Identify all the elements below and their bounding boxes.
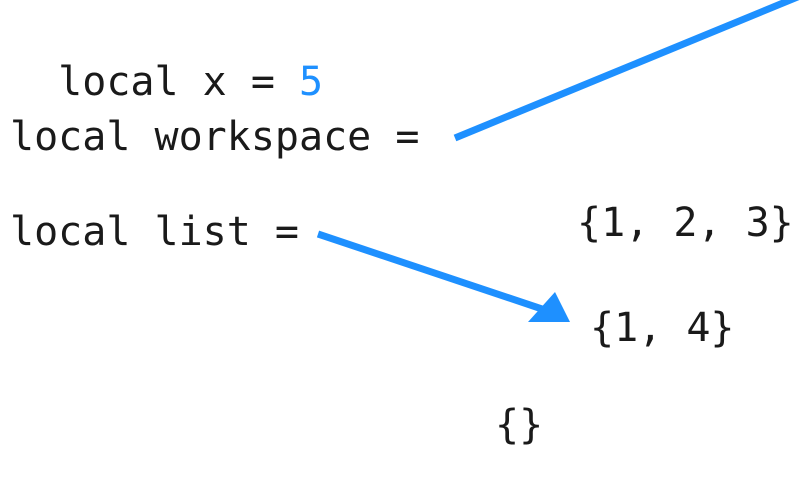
line-workspace-declaration: local workspace = (10, 114, 420, 160)
line-x-declaration: local x = 5 (10, 22, 323, 102)
x-declaration-text: local x = (58, 59, 299, 105)
table-1-2-3: {1, 2, 3} (577, 200, 794, 246)
line-list-declaration: local list = (10, 209, 299, 255)
table-1-4: {1, 4} (590, 305, 735, 351)
table-empty: {} (495, 402, 544, 448)
list-reference-line (316, 230, 547, 314)
x-value: 5 (299, 59, 324, 105)
list-reference-arrowhead (528, 292, 570, 322)
workspace-reference-line (453, 0, 800, 142)
